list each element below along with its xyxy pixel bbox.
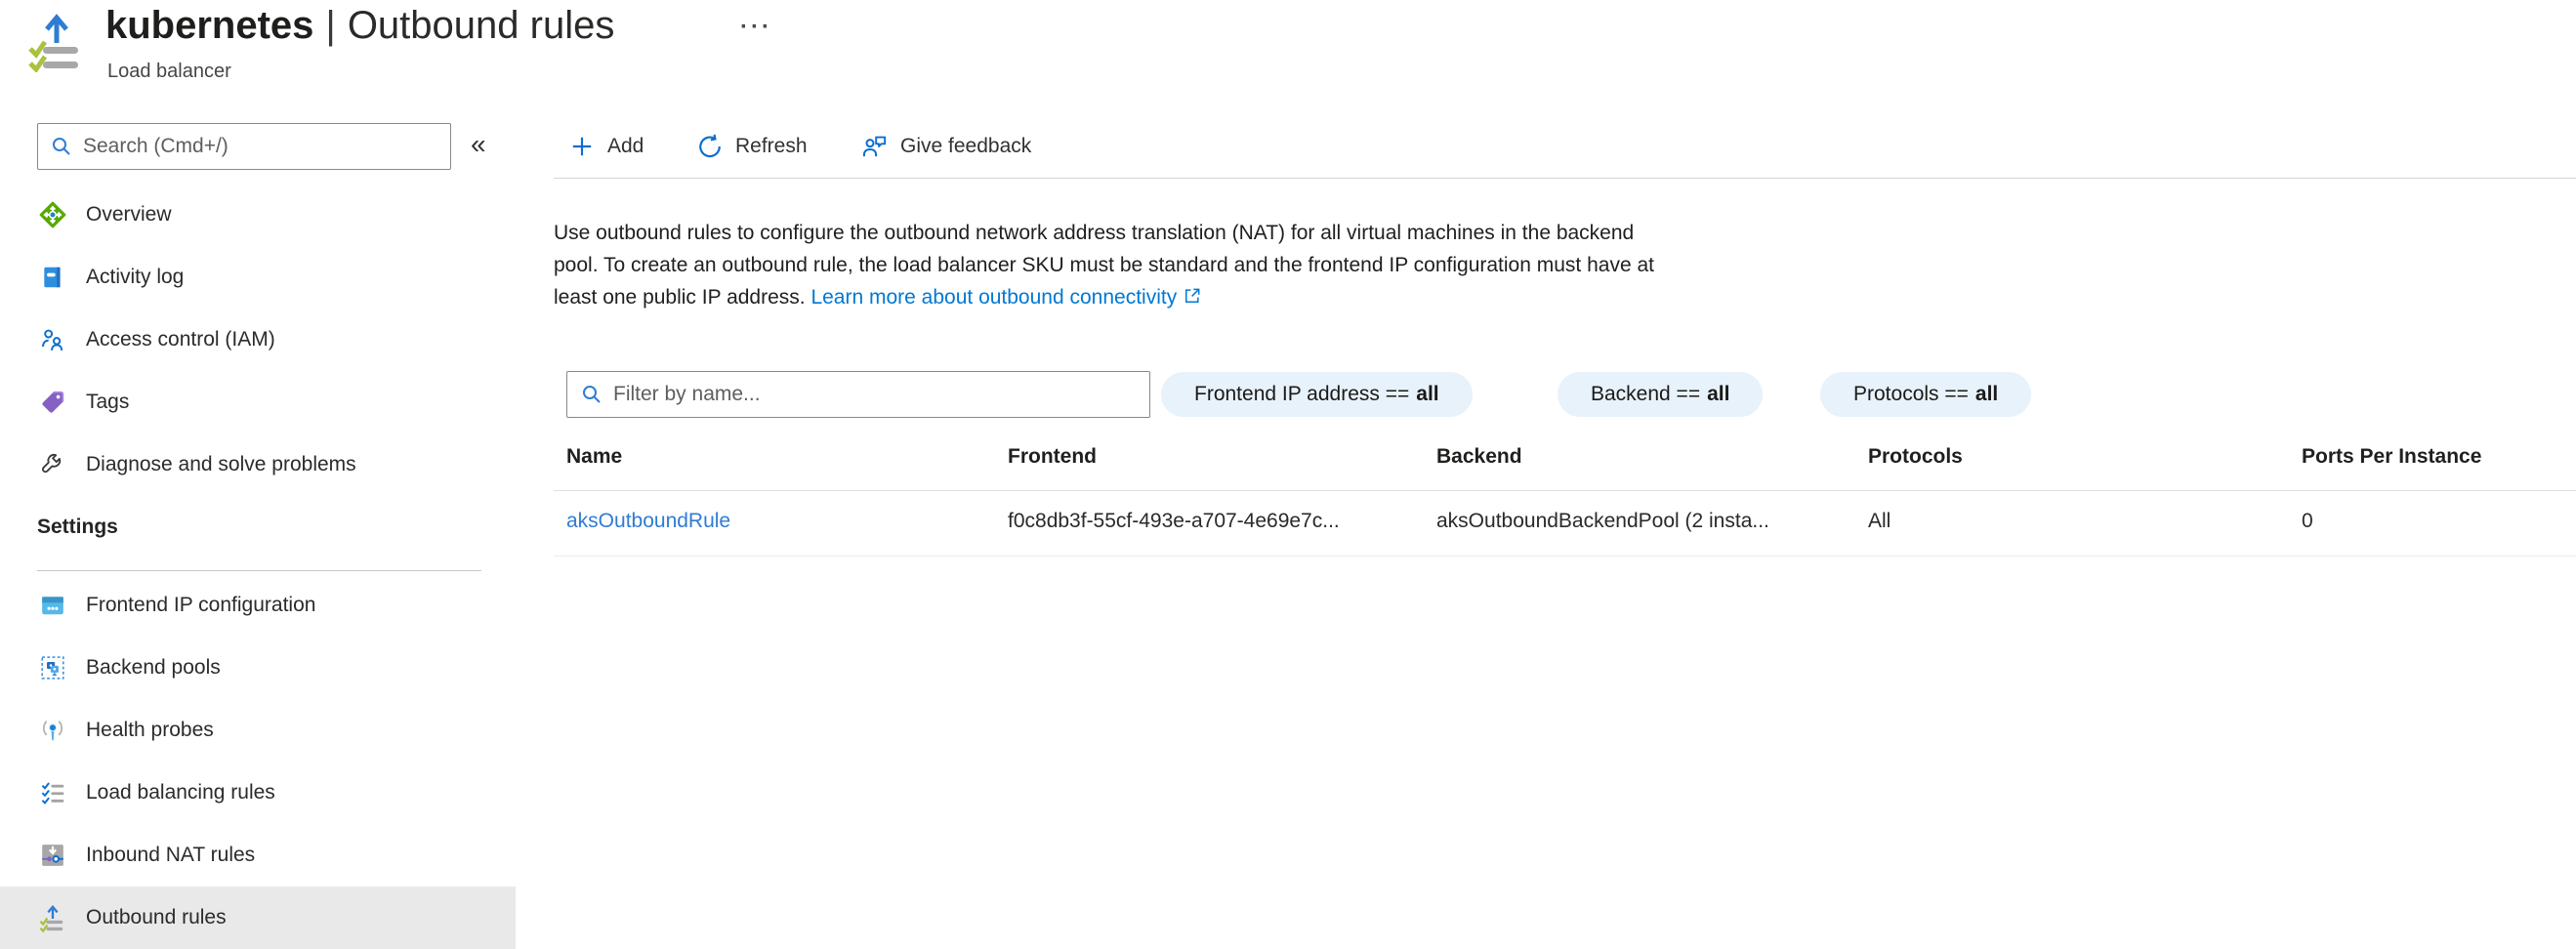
resource-type-label: Load balancer xyxy=(107,61,231,82)
rule-frontend-value: f0c8db3f-55cf-493e-a707-4e69e7c... xyxy=(1008,510,1340,532)
backend-pools-icon xyxy=(39,654,66,681)
sidebar-item-overview[interactable]: Overview xyxy=(0,184,516,246)
page-section-name: Outbound rules xyxy=(347,4,615,47)
load-balancer-outbound-icon xyxy=(27,10,86,72)
description-line-3: least one public IP address. xyxy=(554,286,806,309)
rule-protocols-value: All xyxy=(1868,510,1891,532)
filter-pill-frontend-ip[interactable]: Frontend IP address == all xyxy=(1161,372,1473,417)
description-line-2: pool. To create an outbound rule, the lo… xyxy=(554,254,1654,276)
activity-log-icon xyxy=(39,264,66,291)
rule-backend-value: aksOutboundBackendPool (2 insta... xyxy=(1436,510,1769,532)
sidebar-item-load-balancing-rules[interactable]: Load balancing rules xyxy=(0,762,516,824)
settings-divider xyxy=(37,570,481,571)
table-row-divider xyxy=(554,556,2576,557)
settings-section-heading: Settings xyxy=(37,516,118,538)
more-options-button[interactable]: ··· xyxy=(740,14,772,40)
plus-icon xyxy=(572,137,592,156)
give-feedback-button[interactable]: Give feedback xyxy=(861,125,1031,168)
page-title: kubernetes | Outbound rules xyxy=(105,4,614,48)
column-header-ports-per-instance[interactable]: Ports Per Instance xyxy=(2302,445,2482,468)
search-icon xyxy=(53,138,70,155)
sidebar-item-access-control[interactable]: Access control (IAM) xyxy=(0,309,516,371)
column-header-backend[interactable]: Backend xyxy=(1436,445,1522,468)
filter-by-name-input[interactable] xyxy=(613,383,1149,406)
page-description: Use outbound rules to configure the outb… xyxy=(554,217,1999,313)
title-separator: | xyxy=(325,4,336,47)
sidebar-item-tags[interactable]: Tags xyxy=(0,371,516,433)
rule-name-link[interactable]: aksOutboundRule xyxy=(566,510,731,532)
filter-by-name-box[interactable] xyxy=(566,371,1150,418)
sidebar-item-backend-pools[interactable]: Backend pools xyxy=(0,637,516,699)
external-link-icon xyxy=(1183,286,1202,306)
collapse-sidebar-button[interactable]: « xyxy=(471,129,486,159)
inbound-nat-rules-icon xyxy=(39,842,66,869)
access-control-icon xyxy=(39,326,66,353)
sidebar-item-activity-log[interactable]: Activity log xyxy=(0,246,516,309)
health-probes-icon xyxy=(39,717,66,744)
add-button[interactable]: Add xyxy=(569,125,644,168)
sidebar-item-inbound-nat-rules[interactable]: Inbound NAT rules xyxy=(0,824,516,887)
column-header-name[interactable]: Name xyxy=(566,445,623,468)
sidebar-search-input[interactable] xyxy=(83,135,450,158)
tags-icon xyxy=(39,389,66,416)
feedback-icon xyxy=(862,136,887,156)
resource-name: kubernetes xyxy=(105,4,314,47)
sidebar-item-frontend-ip[interactable]: Frontend IP configuration xyxy=(0,574,516,637)
column-header-protocols[interactable]: Protocols xyxy=(1868,445,1963,468)
sidebar-item-outbound-rules[interactable]: Outbound rules xyxy=(0,887,516,949)
filter-pill-backend[interactable]: Backend == all xyxy=(1558,372,1764,417)
column-header-frontend[interactable]: Frontend xyxy=(1008,445,1097,468)
description-line-1: Use outbound rules to configure the outb… xyxy=(554,222,1635,244)
rule-ports-value: 0 xyxy=(2302,510,2313,532)
frontend-ip-icon xyxy=(39,592,66,619)
filter-pill-protocols[interactable]: Protocols == all xyxy=(1820,372,2032,417)
refresh-icon xyxy=(699,134,721,158)
sidebar-search[interactable] xyxy=(37,123,451,170)
table-header-divider xyxy=(554,490,2576,491)
sidebar-item-health-probes[interactable]: Health probes xyxy=(0,699,516,762)
toolbar-divider xyxy=(554,178,2576,179)
filter-search-icon xyxy=(583,386,601,403)
refresh-button[interactable]: Refresh xyxy=(697,125,808,168)
learn-more-link[interactable]: Learn more about outbound connectivity xyxy=(810,286,1178,309)
sidebar: « Overview Activity log xyxy=(0,107,516,949)
wrench-icon xyxy=(39,451,66,478)
overview-icon xyxy=(39,201,66,228)
load-balancing-rules-icon xyxy=(39,779,66,806)
sidebar-item-diagnose[interactable]: Diagnose and solve problems xyxy=(0,433,516,496)
outbound-rules-icon xyxy=(39,904,66,932)
